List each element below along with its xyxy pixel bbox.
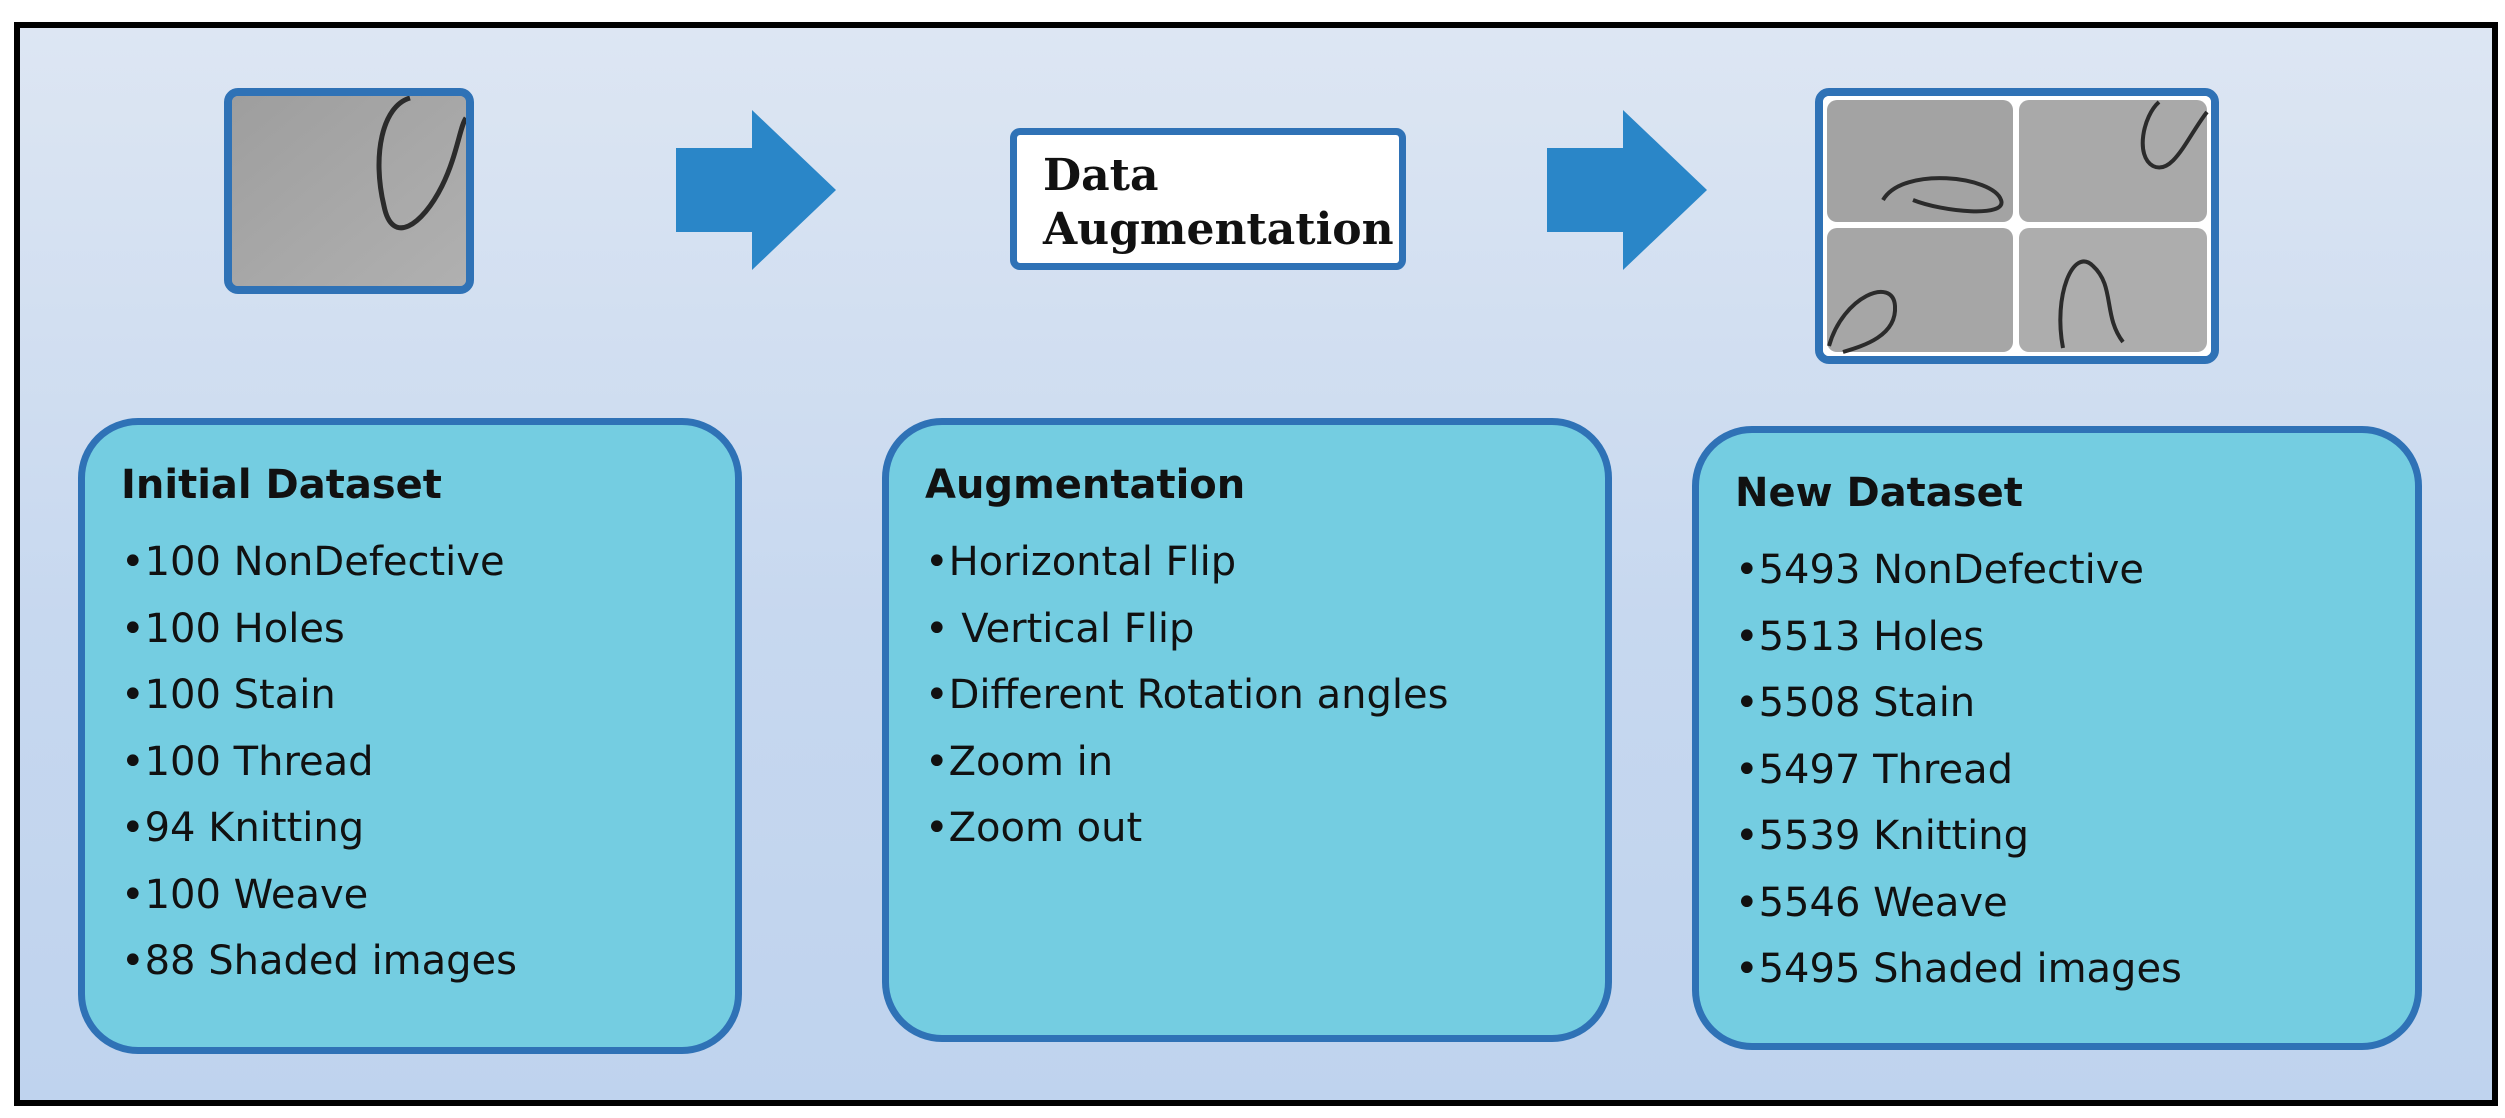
list-item: •88 Shaded images: [121, 938, 517, 984]
list-item: •5497 Thread: [1735, 746, 2013, 793]
augmented-tile-4: [2019, 228, 2207, 352]
initial-fabric-image: [224, 88, 474, 294]
list-item: •100 Weave: [121, 871, 369, 918]
augmentation-list: •Horizontal Flip • Vertical Flip •Differ…: [925, 529, 1605, 862]
list-item: •100 Stain: [121, 672, 336, 718]
list-item: •100 NonDefective: [121, 539, 505, 585]
list-item: •Zoom out: [925, 805, 1143, 851]
list-item: •94 Knitting: [121, 805, 365, 851]
list-item: •Different Rotation angles: [925, 672, 1449, 718]
initial-dataset-list: •100 NonDefective •100 Holes •100 Stain …: [121, 529, 735, 995]
right-arrow-icon: [676, 110, 836, 270]
list-item: • Vertical Flip: [925, 605, 1195, 652]
list-item: •5539 Knitting: [1735, 813, 2030, 859]
list-item: •5546 Weave: [1735, 879, 2008, 926]
list-item: •5513 Holes: [1735, 613, 1985, 660]
list-item: •100 Thread: [121, 738, 374, 785]
list-item: •5495 Shaded images: [1735, 946, 2182, 992]
augmentation-title: Augmentation: [925, 462, 1246, 508]
list-item: •Horizontal Flip: [925, 539, 1237, 585]
augmented-tile-3: [1827, 228, 2013, 354]
list-item: •5508 Stain: [1735, 680, 1976, 726]
list-item: •5493 NonDefective: [1735, 547, 2145, 593]
list-item: •Zoom in: [925, 738, 1114, 785]
new-dataset-title: New Dataset: [1735, 470, 2023, 516]
process-label-line-1: Data: [1043, 150, 1159, 201]
augmented-tile-1: [1827, 100, 2013, 222]
data-augmentation-label: Data Augmentation: [1010, 128, 1406, 270]
right-arrow-icon: [1547, 110, 1707, 270]
initial-dataset-box: Initial Dataset •100 NonDefective •100 H…: [78, 418, 742, 1054]
new-dataset-box: New Dataset •5493 NonDefective •5513 Hol…: [1692, 426, 2422, 1050]
process-label-line-2: Augmentation: [1043, 204, 1394, 255]
augmented-fabric-grid: [1815, 88, 2219, 364]
augmented-tile-2: [2019, 100, 2209, 222]
new-dataset-list: •5493 NonDefective •5513 Holes •5508 Sta…: [1735, 537, 2415, 1003]
list-item: •100 Holes: [121, 605, 345, 652]
augmentation-box: Augmentation •Horizontal Flip • Vertical…: [882, 418, 1612, 1042]
initial-dataset-title: Initial Dataset: [121, 462, 442, 508]
